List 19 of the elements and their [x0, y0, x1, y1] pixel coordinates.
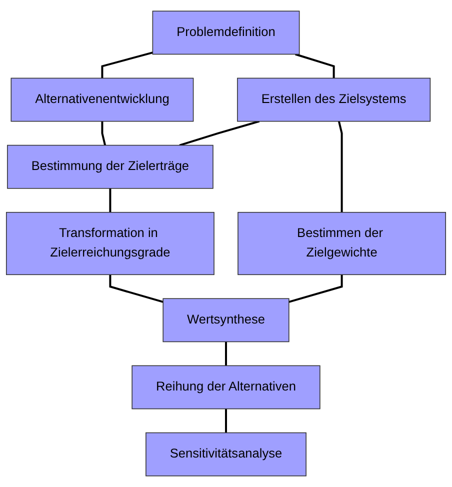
- connector: [225, 408, 227, 433]
- connector: [225, 342, 227, 366]
- connector: [179, 120, 260, 146]
- node-box: Erstellen des Zielsystems: [237, 78, 431, 122]
- connector: [109, 274, 164, 303]
- connector: [295, 53, 335, 78]
- connector: [109, 188, 112, 212]
- node-box: Bestimmen der Zielgewichte: [238, 212, 446, 276]
- connector: [338, 121, 343, 212]
- node-box: Sensitivitätsanalyse: [146, 432, 306, 476]
- connector: [101, 121, 106, 146]
- connector: [101, 52, 153, 78]
- node-box: Transformation in Zielerreichungsgrade: [6, 212, 214, 276]
- node-box: Reihung der Alternativen: [132, 365, 320, 410]
- node-box: Bestimmung der Zielerträge: [7, 144, 214, 189]
- node-box: Wertsynthese: [162, 298, 290, 342]
- node-box: Problemdefinition: [152, 10, 300, 55]
- connector: [288, 274, 343, 303]
- node-box: Alternativenentwicklung: [10, 78, 194, 122]
